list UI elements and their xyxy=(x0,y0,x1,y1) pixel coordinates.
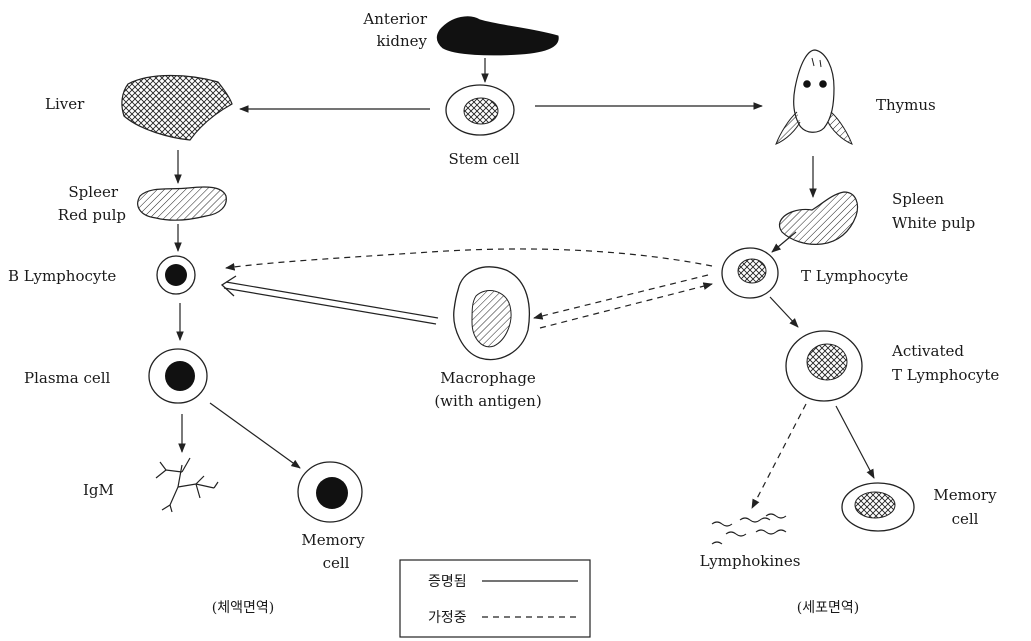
spleen-red-pulp-shape xyxy=(138,187,227,220)
memory-cell-t-label-1: Memory xyxy=(933,486,997,504)
lymphokines-shape xyxy=(712,514,786,544)
anterior-kidney-shape xyxy=(437,17,558,55)
igm-antibody-shape xyxy=(156,458,218,512)
spleen-white-pulp-label-2: White pulp xyxy=(892,214,975,232)
memory-cell-t-label-2: cell xyxy=(952,510,979,528)
dashed-arrow-t-to-macrophage xyxy=(534,275,708,318)
igm-label: IgM xyxy=(83,481,114,499)
memory-cell-t xyxy=(842,483,914,531)
t-lymphocyte-label: T Lymphocyte xyxy=(801,267,908,285)
arrow-spleen-to-t xyxy=(772,232,796,252)
t-lymphocyte-cell xyxy=(722,248,778,298)
liver-label: Liver xyxy=(45,95,85,113)
dashed-arrow-activated-to-lymphokines xyxy=(752,404,806,508)
macrophage-label-1: Macrophage xyxy=(440,369,536,387)
dashed-arrow-t-to-b xyxy=(226,249,712,268)
legend-hypothesized-label: 가정중 xyxy=(428,610,467,626)
arrow-activated-to-memory xyxy=(836,406,874,478)
plasma-cell xyxy=(149,349,207,403)
anterior-kidney-label-2: kidney xyxy=(376,32,427,50)
arrow-t-to-activated xyxy=(770,297,798,327)
macrophage-cell xyxy=(454,267,530,360)
macrophage-label-2: (with antigen) xyxy=(434,392,541,410)
memory-cell-b xyxy=(298,462,362,522)
lymphokines-label: Lymphokines xyxy=(700,552,801,570)
anterior-kidney-label-1: Anterior xyxy=(362,10,427,28)
dashed-arrow-macrophage-to-t xyxy=(540,284,712,328)
activated-t-label-2: T Lymphocyte xyxy=(892,366,999,384)
thymus-fish-shape xyxy=(776,50,852,144)
arrow-macrophage-to-b xyxy=(222,276,438,324)
plasma-cell-label: Plasma cell xyxy=(24,369,111,387)
activated-t-lymphocyte-cell xyxy=(786,331,862,401)
cellular-immunity-caption: (세포면역) xyxy=(797,600,859,616)
activated-t-label-1: Activated xyxy=(891,342,964,360)
stem-cell-label: Stem cell xyxy=(448,150,519,168)
memory-cell-b-label-2: cell xyxy=(323,554,350,572)
b-lymphocyte-cell xyxy=(157,256,195,294)
arrow-plasma-to-memory xyxy=(210,403,300,468)
b-lymphocyte-label: B Lymphocyte xyxy=(8,267,116,285)
thymus-label: Thymus xyxy=(876,96,936,114)
humoral-immunity-caption: (체액면역) xyxy=(212,600,274,616)
memory-cell-b-label-1: Memory xyxy=(301,531,365,549)
stem-cell xyxy=(446,85,514,135)
legend: 증명됨 가정중 xyxy=(400,560,590,637)
spleen-red-pulp-label-2: Red pulp xyxy=(58,206,126,224)
liver-shape xyxy=(122,76,232,141)
legend-proven-label: 증명됨 xyxy=(428,574,467,590)
spleen-white-pulp-label-1: Spleen xyxy=(892,190,944,208)
spleen-red-pulp-label-1: Spleer xyxy=(68,183,118,201)
